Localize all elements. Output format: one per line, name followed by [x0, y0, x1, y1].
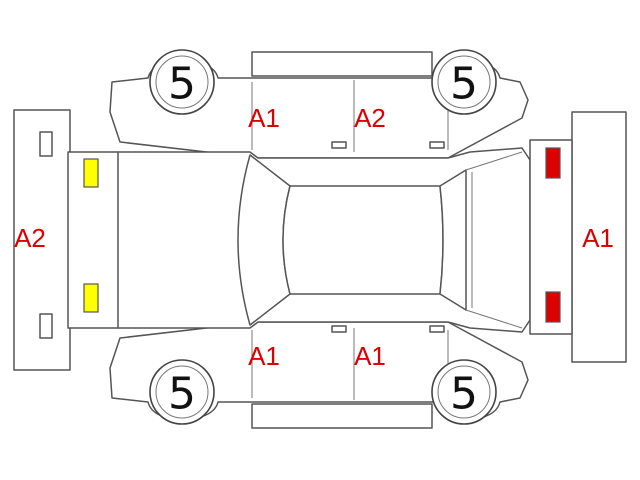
- front-bumper-slot-bottom: [39, 313, 53, 339]
- wheel-rear-right-grade: 5: [450, 369, 478, 420]
- wheel-front-left-grade: 5: [168, 59, 196, 110]
- front-lamp-top: [83, 158, 99, 188]
- rear-panel: [529, 139, 573, 335]
- top-front-handle: [331, 141, 347, 149]
- front-bumper-slot-top: [39, 131, 53, 157]
- wheel-rear-left-grade: 5: [450, 59, 478, 110]
- code-bottom-rear-door: A1: [354, 341, 386, 371]
- wheel-rear-left: 5: [431, 49, 497, 115]
- trunk-lines: [465, 151, 523, 329]
- wheel-front-left: 5: [149, 49, 215, 115]
- rear-lamp-top: [545, 147, 561, 179]
- code-bottom-front-door: A1: [248, 341, 280, 371]
- wheel-front-right: 5: [149, 359, 215, 425]
- windshield: [237, 154, 291, 326]
- bottom-front-handle: [331, 325, 347, 333]
- roof: [282, 185, 444, 295]
- top-rear-handle: [429, 141, 445, 149]
- code-top-rear-door: A2: [354, 103, 386, 133]
- wheel-front-right-grade: 5: [168, 369, 196, 420]
- front-grille-area: [67, 151, 119, 329]
- top-roof-strip: [251, 51, 433, 77]
- bottom-roof-strip: [251, 403, 433, 429]
- rear-lamp-bottom: [545, 291, 561, 323]
- wheel-rear-right: 5: [431, 359, 497, 425]
- rear-window: [439, 169, 467, 311]
- front-bumper: [13, 109, 71, 371]
- bottom-rear-handle: [429, 325, 445, 333]
- front-lamp-bottom: [83, 283, 99, 313]
- code-front-bumper: A2: [14, 223, 46, 253]
- code-top-front-door: A1: [248, 103, 280, 133]
- code-rear-bumper: A1: [582, 223, 614, 253]
